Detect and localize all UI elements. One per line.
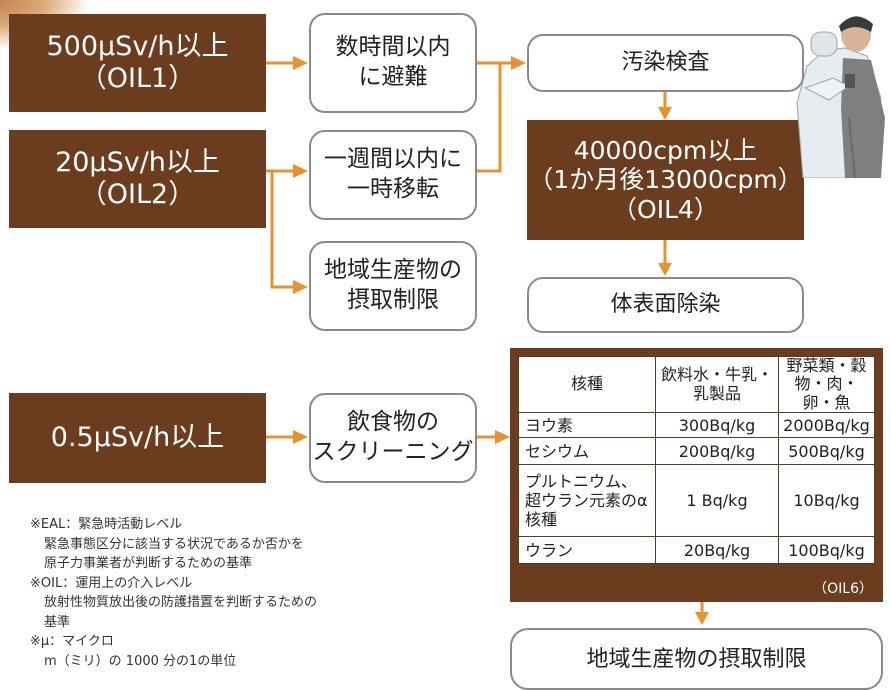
drink-limit: 200Bq/kg [655, 437, 779, 466]
oil6-label: （OIL6） [813, 581, 873, 597]
note-line: 放射性物質放出後の防護措置を判断するための [44, 595, 318, 610]
nuclide-name: プルトニウム、超ウラン元素のα核種 [518, 464, 656, 538]
restrict-local-box: 地域生産物の 摂取制限 [309, 241, 477, 331]
evacuate-box: 数時間以内 に避難 [309, 13, 477, 113]
nuclide-name: ヨウ素 [518, 412, 656, 439]
evacuate-line2: に避難 [358, 64, 428, 90]
relocate-line1: 一週間以内に [324, 146, 462, 173]
evacuate-line1: 数時間以内 [335, 34, 451, 61]
level-screening-box: 0.5μSv/h以上 [9, 393, 266, 483]
table-row: ヨウ素 300Bq/kg 2000Bq/kg [518, 412, 875, 439]
notes-block: ※EAL：緊急時活動レベル 緊急事態区分に該当する状況であるか否かを 原子力事業… [30, 515, 430, 679]
note-line: m（ミリ）の 1000 分の1の単位 [44, 653, 237, 669]
decontamination-label: 体表面除染 [610, 291, 721, 317]
food-limit: 100Bq/kg [778, 536, 875, 565]
food-limit: 2000Bq/kg [778, 412, 875, 439]
note-line: ※μ：マイクロ [30, 634, 114, 649]
table-row: プルトニウム、超ウラン元素のα核種 1 Bq/kg 10Bq/kg [518, 464, 875, 538]
note-line: 緊急事態区分に該当する状況であるか否かを [44, 536, 304, 552]
level-oil2-box: 20μSv/h以上 （OIL2） [9, 130, 266, 228]
table-header: 野菜類・穀物・肉・卵・魚 [778, 355, 875, 414]
decontamination-box: 体表面除染 [527, 277, 804, 333]
level-oil1-value: 500μSv/h以上 [46, 31, 229, 63]
oil4-box: 40000cpm以上 （1か月後13000cpm） （OIL4） [527, 120, 804, 240]
final-restriction-label: 地域生産物の摂取制限 [586, 647, 807, 672]
level-oil2-tag: （OIL2） [79, 179, 196, 210]
nuclide-table: 核種 飲料水・牛乳・乳製品 野菜類・穀物・肉・卵・魚 ヨウ素 300Bq/kg … [518, 355, 875, 565]
level-oil1-box: 500μSv/h以上 （OIL1） [9, 14, 266, 112]
level-oil1-tag: （OIL1） [79, 63, 196, 94]
nuclide-name: ウラン [518, 536, 656, 565]
contamination-check-label: 汚染検査 [621, 49, 710, 75]
restrict-local-line1: 地域生産物の [324, 257, 462, 284]
oil4-line3: （OIL4） [612, 194, 719, 224]
note-line: ※OIL：運用上の介入レベル [30, 575, 193, 591]
final-restriction-box: 地域生産物の摂取制限 [510, 628, 883, 690]
level-oil2-value: 20μSv/h以上 [55, 147, 220, 179]
note-line: 原子力事業者が判断するための基準 [44, 556, 253, 571]
table-header: 核種 [518, 355, 656, 414]
screening-line1: 飲食物の [347, 409, 439, 436]
table-header: 飲料水・牛乳・乳製品 [655, 355, 779, 414]
table-header-row: 核種 飲料水・牛乳・乳製品 野菜類・穀物・肉・卵・魚 [518, 355, 875, 414]
note-line: ※EAL：緊急時活動レベル [30, 517, 183, 532]
screening-box: 飲食物の スクリーニング [309, 393, 477, 483]
drink-limit: 1 Bq/kg [655, 464, 779, 538]
oil4-line1: 40000cpm以上 [573, 135, 758, 165]
oil4-line2: （1か月後13000cpm） [528, 165, 803, 195]
table-row: ウラン 20Bq/kg 100Bq/kg [518, 536, 875, 565]
drink-limit: 300Bq/kg [655, 412, 779, 439]
note-line: 基準 [44, 614, 71, 630]
food-limit: 10Bq/kg [778, 464, 875, 538]
level-screening-value: 0.5μSv/h以上 [50, 422, 225, 454]
inspector-illustration [785, 8, 891, 178]
oil6-table-panel: 核種 飲料水・牛乳・乳製品 野菜類・穀物・肉・卵・魚 ヨウ素 300Bq/kg … [510, 348, 883, 602]
contamination-check-box: 汚染検査 [527, 34, 804, 92]
drink-limit: 20Bq/kg [655, 536, 779, 565]
nuclide-name: セシウム [518, 437, 656, 466]
table-row: セシウム 200Bq/kg 500Bq/kg [518, 437, 875, 466]
restrict-local-line2: 摂取制限 [347, 287, 439, 313]
relocate-line2: 一時移転 [347, 176, 439, 202]
inspector-icon [796, 16, 885, 178]
food-limit: 500Bq/kg [778, 437, 875, 466]
screening-line2: スクリーニング [312, 439, 474, 465]
relocate-box: 一週間以内に 一時移転 [309, 130, 477, 220]
